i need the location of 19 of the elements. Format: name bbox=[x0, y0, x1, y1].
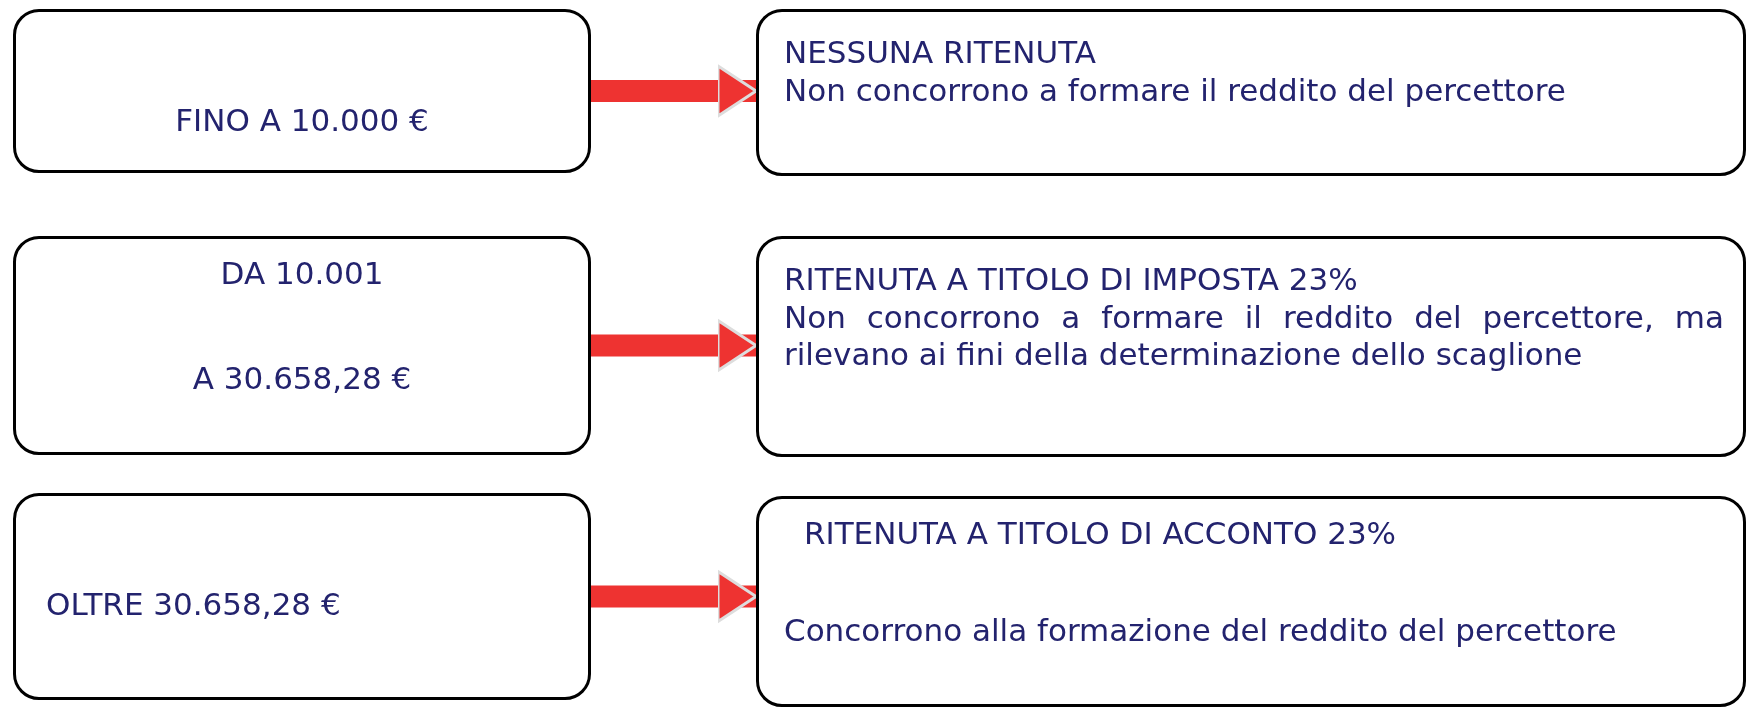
text-box bbox=[756, 9, 1746, 176]
text-box bbox=[13, 236, 591, 455]
label-text: FINO A 10.000 € bbox=[174, 102, 430, 139]
body-text: A 30.658,28 € bbox=[191, 360, 413, 397]
block-arrow bbox=[591, 319, 758, 372]
body-text: Concorrono alla formazione del reddito del percettore bbox=[784, 612, 1618, 649]
heading-text: RITENUTA A TITOLO DI IMPOSTA 23% bbox=[784, 261, 1359, 298]
label-text: DA 10.001 bbox=[219, 255, 385, 292]
block-arrow bbox=[591, 570, 758, 623]
body-text: Non concorrono a formare il reddito del percettore bbox=[784, 72, 1567, 109]
text-box bbox=[13, 9, 591, 173]
text-box bbox=[756, 496, 1746, 707]
block-arrow bbox=[591, 64, 758, 118]
heading-text: NESSUNA RITENUTA bbox=[784, 34, 1097, 71]
text-box bbox=[756, 236, 1746, 457]
text-box bbox=[13, 493, 591, 700]
label-text: OLTRE 30.658,28 € bbox=[46, 586, 342, 623]
heading-text: RITENUTA A TITOLO DI ACCONTO 23% bbox=[804, 515, 1398, 552]
body-text: Non concorrono a formare il reddito del percettore, ma rilevano ai fini della determinazione dello scaglione bbox=[784, 299, 1724, 373]
